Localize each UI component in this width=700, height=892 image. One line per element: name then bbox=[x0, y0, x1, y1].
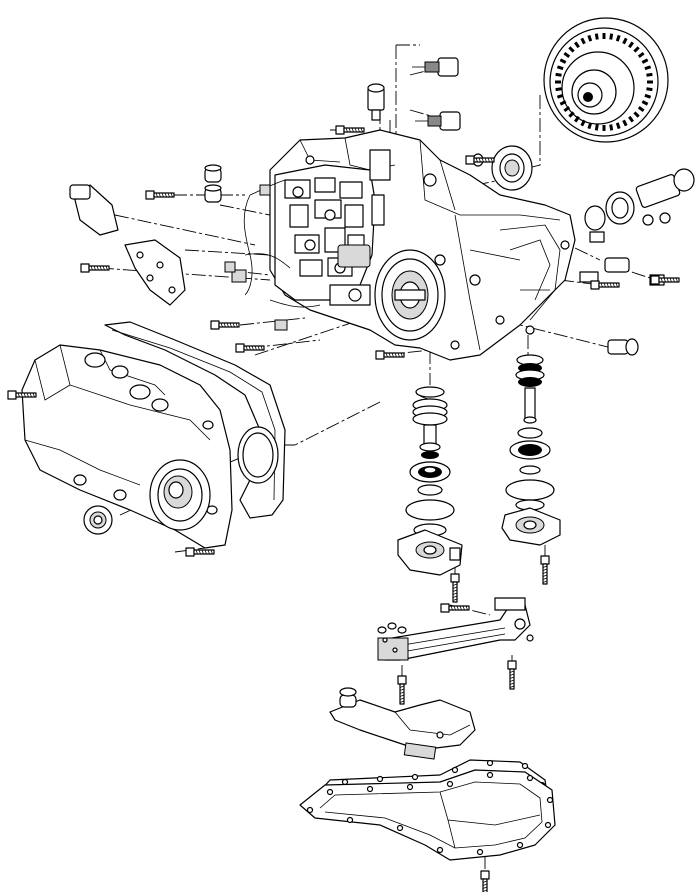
valve-body bbox=[274, 149, 391, 306]
bolt-icon bbox=[235, 343, 265, 353]
bolt-icon bbox=[397, 675, 407, 705]
bolt-icon bbox=[335, 125, 365, 135]
bolt-icon bbox=[185, 547, 215, 557]
bolt-icon bbox=[450, 573, 460, 603]
bolt-icon bbox=[650, 275, 680, 285]
top-sensors bbox=[204, 57, 533, 203]
wiring-harness bbox=[224, 179, 321, 331]
case-side-cover bbox=[21, 344, 279, 549]
bolt-icon bbox=[540, 555, 550, 585]
bolt-icon bbox=[375, 350, 405, 360]
fasteners bbox=[7, 125, 680, 892]
bolt-icon bbox=[80, 263, 110, 273]
bolt-icon bbox=[145, 190, 175, 200]
bolt-icon bbox=[507, 660, 517, 690]
bolt-icon bbox=[465, 155, 495, 165]
fluid-transfer-tube bbox=[377, 597, 534, 661]
left-solenoid-bracket bbox=[69, 184, 186, 306]
right-shaft-parts bbox=[579, 168, 695, 356]
bolt-icon bbox=[480, 870, 490, 892]
bolt-icon bbox=[7, 390, 37, 400]
bolt-icon bbox=[440, 603, 470, 613]
fluid-filter bbox=[329, 687, 476, 760]
right-accumulator-stack bbox=[501, 354, 561, 546]
left-accumulator-stack bbox=[397, 386, 463, 576]
bottom-pan bbox=[299, 769, 556, 861]
bolt-icon bbox=[590, 280, 620, 290]
bolt-icon bbox=[210, 320, 240, 330]
torque-converter bbox=[543, 17, 669, 143]
